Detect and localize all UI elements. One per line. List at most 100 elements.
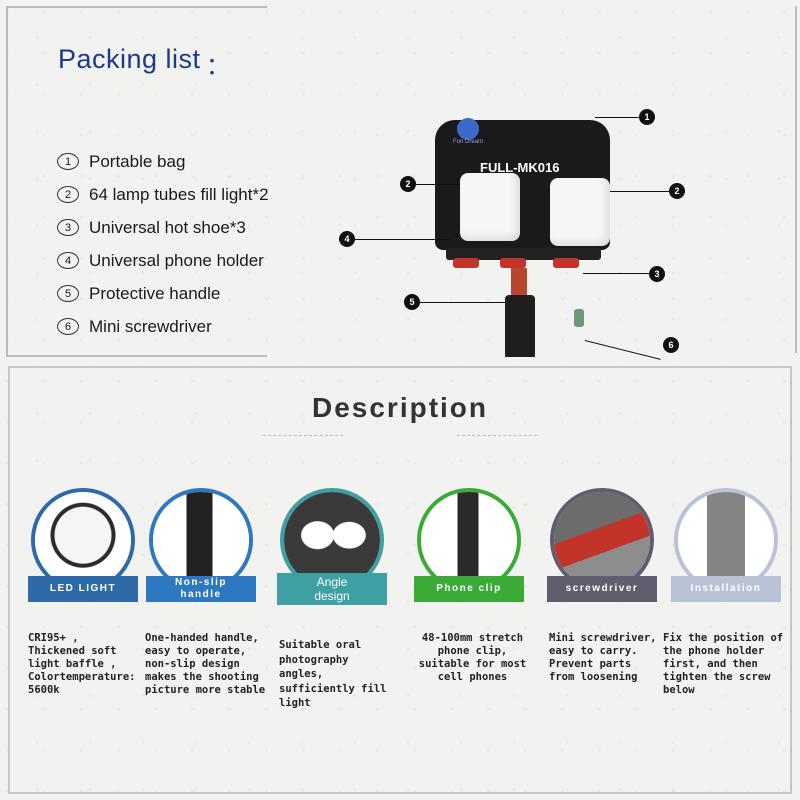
screwdriver-icon (554, 492, 650, 588)
feature-non-slip-handle: Non-slip handle (146, 488, 256, 602)
description-line: Suitable oral (279, 639, 362, 651)
description-line: Prevent parts (549, 658, 632, 670)
description-line: first, and then (663, 658, 758, 670)
packing-item: 6 Mini screwdriver (57, 310, 269, 343)
hot-shoe (453, 258, 479, 268)
feature-phone-clip: Phone clip (414, 488, 524, 602)
callout-line (583, 273, 649, 274)
description-line: non-slip design (145, 658, 240, 670)
feature-label: Angle design (277, 573, 387, 605)
model-label: FULL-MK016 (480, 160, 560, 175)
fill-light-right (550, 178, 610, 246)
description-line: Thickened soft (28, 645, 117, 657)
feature-label-line: Angle (316, 575, 348, 589)
description-line: CRI95+ , (28, 632, 79, 644)
phone-holder-bracket (446, 248, 601, 260)
feature-label: Phone clip (414, 576, 524, 602)
item-number: 6 (57, 318, 79, 335)
feature-label: Non-slip handle (146, 576, 256, 602)
callout-marker: 3 (649, 266, 665, 282)
item-text: Mini screwdriver (89, 316, 212, 336)
callout-marker: 5 (404, 294, 420, 310)
led-light-icon (35, 492, 131, 588)
feature-description: Fix the position of the phone holder fir… (663, 632, 788, 697)
feature-angle-design: Angle design (277, 488, 387, 605)
description-title: Description (311, 392, 489, 423)
description-line: the phone holder (663, 645, 765, 657)
description-line: cell phones (437, 671, 508, 683)
description-line: 5600k (28, 684, 60, 696)
brand-text: Fun Dream (453, 139, 484, 145)
description-line: One-handed handle, (145, 632, 259, 644)
feature-label: LED LIGHT (28, 576, 138, 602)
item-text: Portable bag (89, 151, 186, 171)
feature-image (550, 488, 654, 592)
brand-logo-icon (457, 118, 479, 140)
feature-screwdriver: screwdriver (547, 488, 657, 602)
callout-line (595, 117, 640, 118)
description-line: easy to carry. (549, 645, 638, 657)
packing-item: 5 Protective handle (57, 277, 269, 310)
item-number: 5 (57, 285, 79, 302)
callout-line (610, 191, 669, 192)
packing-item: 4 Universal phone holder (57, 244, 269, 277)
frame-right-edge (795, 6, 797, 353)
item-text: Universal phone holder (89, 250, 264, 270)
item-text: Universal hot shoe*3 (89, 217, 246, 237)
description-line: easy to operate, (145, 645, 247, 657)
feature-label-line: design (314, 589, 350, 603)
feature-image (417, 488, 521, 592)
description-line: suitable for most (418, 658, 527, 670)
item-text: Protective handle (89, 283, 221, 303)
packing-item: 1 Portable bag (57, 145, 269, 178)
description-line: angles, (279, 668, 324, 680)
feature-description: Suitable oral photography angles, suffic… (279, 638, 399, 711)
item-number: 4 (57, 252, 79, 269)
description-line: Fix the position of (663, 632, 784, 644)
callout-marker: 4 (339, 231, 355, 247)
description-line: 48-100mm stretch (421, 632, 524, 644)
handle-icon (153, 492, 249, 588)
callout-marker: 6 (663, 337, 679, 353)
description-line: Mini screwdriver, (549, 632, 657, 644)
description-line: light (279, 697, 311, 709)
description-line: tighten the screw (663, 671, 771, 683)
installation-icon (678, 492, 774, 588)
description-line: light baffle , (28, 658, 117, 670)
feature-description: 48-100mm stretch phone clip, suitable fo… (415, 632, 530, 684)
description-line: below (663, 684, 695, 696)
description-line: picture more stable (145, 684, 266, 696)
phone-clip-icon (421, 492, 517, 588)
description-line: phone clip, (437, 645, 508, 657)
description-line: sufficiently fill (279, 682, 387, 695)
description-line: Colortemperature: (28, 671, 136, 683)
title-divider-left (263, 435, 343, 436)
item-number: 1 (57, 153, 79, 170)
title-divider-right (457, 435, 537, 436)
product-illustration: Fun Dream FULL-MK016 1 2 2 3 4 5 6 (265, 0, 795, 360)
item-text: 64 lamp tubes fill light*2 (89, 184, 269, 204)
packing-list-title: Packing list (58, 44, 201, 74)
callout-marker: 2 (400, 176, 416, 192)
feature-label: Installation (671, 576, 781, 602)
hot-shoe (553, 258, 579, 268)
feature-led-light: LED LIGHT (28, 488, 138, 602)
description-line: photography (279, 653, 349, 666)
description-frame (8, 366, 792, 794)
packing-list-frame (6, 6, 267, 357)
callout-line (355, 239, 450, 240)
hot-shoe (500, 258, 526, 268)
callout-marker: 2 (669, 183, 685, 199)
protective-handle (505, 295, 535, 357)
feature-installation: Installation (671, 488, 781, 602)
callout-line (420, 302, 505, 303)
feature-image (31, 488, 135, 592)
callout-marker: 1 (639, 109, 655, 125)
feature-label-line: handle (180, 589, 222, 600)
packing-list-colon: ： (206, 53, 230, 80)
description-line: from loosening (549, 671, 638, 683)
